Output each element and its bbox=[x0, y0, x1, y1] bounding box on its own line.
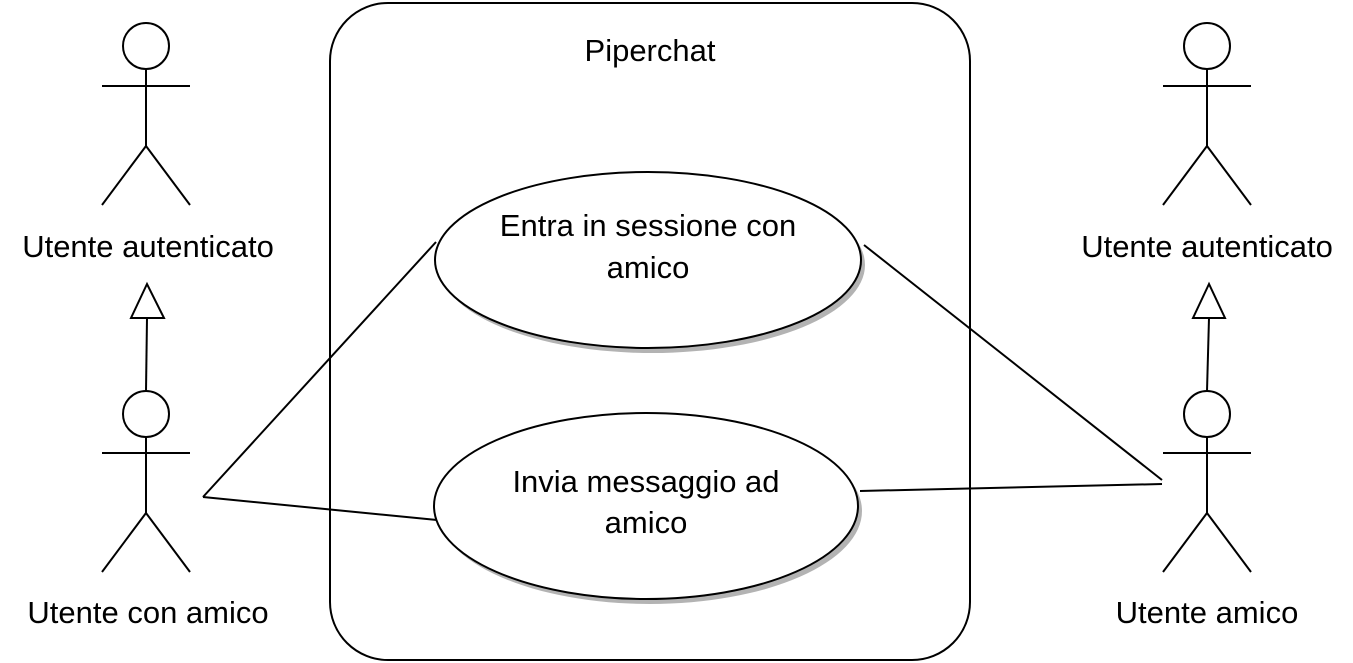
actor-label: Utente autenticato bbox=[22, 229, 274, 264]
use-case-label-line1: Invia messaggio ad bbox=[512, 464, 779, 499]
stick-figure-icon bbox=[1162, 22, 1252, 206]
stick-figure-icon bbox=[101, 22, 191, 206]
use-case-label-line1: Entra in sessione con bbox=[500, 208, 796, 243]
association-utente-con-amico-entra bbox=[202, 241, 437, 498]
use-case-label-line2: amico bbox=[605, 505, 688, 540]
actor-label: Utente amico bbox=[1116, 595, 1299, 630]
association-lines bbox=[202, 241, 1163, 521]
actor-utente-amico[interactable]: Utente amico bbox=[1116, 390, 1299, 630]
use-case-ellipse bbox=[433, 412, 859, 600]
actor-utente-autenticato-right[interactable]: Utente autenticato bbox=[1081, 22, 1333, 264]
generalization-left bbox=[129, 281, 166, 392]
generalization-arrowhead bbox=[1191, 281, 1227, 319]
stick-figure-icon bbox=[101, 390, 191, 573]
use-case-invia-messaggio[interactable]: Invia messaggio ad amico bbox=[433, 412, 862, 604]
system-boundary bbox=[329, 2, 971, 661]
actor-utente-con-amico[interactable]: Utente con amico bbox=[27, 390, 269, 630]
association-utente-amico-invia bbox=[859, 483, 1163, 492]
stick-figure-icon bbox=[1162, 390, 1252, 573]
actor-utente-autenticato-left[interactable]: Utente autenticato bbox=[22, 22, 274, 264]
generalization-right bbox=[1191, 281, 1227, 392]
use-case-entra-in-sessione[interactable]: Entra in sessione con amico bbox=[434, 171, 865, 353]
association-utente-amico-entra bbox=[863, 244, 1163, 481]
actor-label: Utente con amico bbox=[27, 595, 268, 630]
use-case-label-line2: amico bbox=[607, 250, 690, 285]
association-utente-con-amico-invia bbox=[202, 496, 438, 521]
system-title: Piperchat bbox=[585, 33, 716, 68]
generalization-arrowhead bbox=[129, 281, 166, 319]
use-case-ellipse bbox=[434, 171, 862, 349]
actor-label: Utente autenticato bbox=[1081, 229, 1333, 264]
